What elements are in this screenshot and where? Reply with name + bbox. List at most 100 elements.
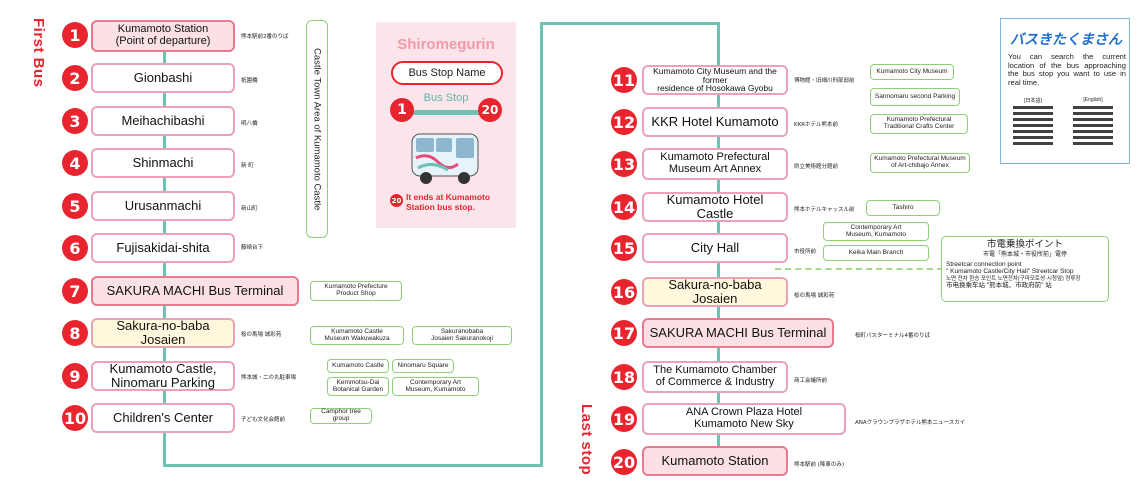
landmark-sakuranokoji: Sakuranobaba Josaien Sakuranokoji xyxy=(412,326,512,345)
stop-3-jp: 明八橋 xyxy=(241,121,258,127)
stop-10[interactable]: Children's Center xyxy=(91,403,235,433)
qr-code-en[interactable] xyxy=(1073,105,1113,145)
stop-badge-18: 18 xyxy=(611,364,637,390)
stop-16-jp: 桜の馬場 城彩苑 xyxy=(794,293,835,299)
stop-badge-14: 14 xyxy=(611,194,637,220)
stop-badge-10: 10 xyxy=(62,405,88,431)
streetcar-info-box: 市電乗換ポイント 市電「熊本城・市役所前」電停 Streetcar connec… xyxy=(941,236,1109,302)
landmark-keika: Keika Main Branch xyxy=(823,245,929,261)
stop-8[interactable]: Sakura-no-baba Josaien xyxy=(91,318,235,348)
qr-code-jp[interactable] xyxy=(1013,105,1053,145)
stop-badge-4: 4 xyxy=(62,150,88,176)
stop-13-jp: 県立美術館分館前 xyxy=(794,164,839,170)
stop-name: Sakura-no-baba Josaien xyxy=(116,318,210,347)
stop-badge-19: 19 xyxy=(611,406,637,432)
stop-19[interactable]: ANA Crown Plaza Hotel Kumamoto New Sky xyxy=(642,403,846,435)
stop-13[interactable]: Kumamoto Prefectural Museum Art Annex xyxy=(642,148,788,180)
stop-name: SAKURA MACHI Bus Terminal xyxy=(649,325,827,341)
stop-14[interactable]: Kumamoto Hotel Castle xyxy=(642,192,788,222)
stop-9[interactable]: Kumamoto Castle, Ninomaru Parking xyxy=(91,361,235,391)
stop-15[interactable]: City Hall xyxy=(642,233,788,263)
streetcar-cn: 市电换乘车站 "熊本城、市政府前" 站 xyxy=(946,282,1052,290)
landmark-label: Sannomaru second Parking xyxy=(874,92,956,100)
landmark-city-museum: Kumamoto City Museum xyxy=(870,64,954,80)
landmark-camphor: Camphor tree group xyxy=(310,408,372,424)
stop-17[interactable]: SAKURA MACHI Bus Terminal xyxy=(642,318,834,348)
stop-name: Sakura-no-baba Josaien xyxy=(668,277,762,306)
stop-name: SAKURA MACHI Bus Terminal xyxy=(106,283,284,299)
legend-arrow-line xyxy=(404,110,486,115)
landmark-label: Kumamoto Prefectural Museum of Art-chiba… xyxy=(874,155,966,169)
landmark-label: Tashiro xyxy=(892,203,914,211)
streetcar-en-1: Streetcar connection point xyxy=(946,260,1022,268)
landmark-label: Contemporary Art Museum, Kumamoto xyxy=(846,223,906,238)
legend-end-note: It ends at Kumamoto Station bus stop. xyxy=(406,192,491,213)
landmark-label: Kemmotsu-Dai Botanical Garden xyxy=(332,378,384,393)
stop-8-jp: 桜の馬場 城彩苑 xyxy=(241,332,282,338)
stop-3[interactable]: Meihachibashi xyxy=(91,106,235,136)
stop-name: Meihachibashi xyxy=(121,113,205,129)
landmark-kumamoto-castle: Kumamoto Castle xyxy=(327,359,389,373)
stop-name: Fujisakidai-shita xyxy=(116,240,210,256)
legend-end-badge: 20 xyxy=(390,194,403,207)
landmark-label: Kumamoto Castle Museum Wakuwakuza xyxy=(324,327,390,342)
stop-6-jp: 藤崎台下 xyxy=(241,245,264,251)
stop-10-jp: 子ども文化会館前 xyxy=(241,417,286,423)
landmark-label: Kumamoto Castle xyxy=(332,361,384,369)
stop-5[interactable]: Urusanmachi xyxy=(91,191,235,221)
stop-badge-1: 1 xyxy=(62,22,88,48)
stop-name: Urusanmachi xyxy=(124,198,202,214)
legend-badge-start: 1 xyxy=(390,98,414,122)
stop-4[interactable]: Shinmachi xyxy=(91,148,235,178)
stop-badge-20: 20 xyxy=(611,449,637,475)
app-logo: バスきたくまさん xyxy=(1010,31,1122,47)
stop-2[interactable]: Gionbashi xyxy=(91,63,235,93)
landmark-label: Ninomaru Square xyxy=(397,361,449,369)
stop-name: Shinmachi xyxy=(132,155,194,171)
streetcar-connector xyxy=(775,268,943,270)
landmark-chibajo-annex: Kumamoto Prefectural Museum of Art-chiba… xyxy=(870,153,970,173)
stop-badge-17: 17 xyxy=(611,320,637,346)
stop-name: The Kumamoto Chamber of Commerce & Indus… xyxy=(653,364,777,388)
castle-town-area: Castle Town Area of Kumamoto Castle xyxy=(306,20,328,238)
stop-12[interactable]: KKR Hotel Kumamoto xyxy=(642,107,788,137)
stop-name: City Hall xyxy=(690,240,740,256)
stop-1[interactable]: Kumamoto Station (Point of departure) xyxy=(91,20,235,52)
stop-badge-2: 2 xyxy=(62,65,88,91)
stop-badge-8: 8 xyxy=(62,320,88,346)
stop-badge-13: 13 xyxy=(611,151,637,177)
legend-bus-stop-name: Bus Stop Name xyxy=(391,61,503,85)
app-info-box: バスきたくまさん You can search the current loca… xyxy=(1000,18,1130,164)
landmark-tashiro: Tashiro xyxy=(866,200,940,216)
stop-20-jp: 熊本駅前 (降車のみ) xyxy=(794,462,845,468)
legend-panel: Shiromegurin Bus Stop Name Bus Stop 1 20… xyxy=(376,22,516,228)
stop-name: ANA Crown Plaza Hotel Kumamoto New Sky xyxy=(685,406,803,430)
last-stop-label: Last stop xyxy=(578,404,595,476)
stop-name: Children's Center xyxy=(112,410,214,426)
stop-badge-12: 12 xyxy=(611,109,637,135)
bus-illustration xyxy=(411,133,479,184)
stop-badge-9: 9 xyxy=(62,363,88,389)
stop-18[interactable]: The Kumamoto Chamber of Commerce & Indus… xyxy=(642,361,788,393)
stop-name: Kumamoto Station xyxy=(661,453,769,469)
stop-2-jp: 祇園橋 xyxy=(241,78,258,84)
legend-badge-end: 20 xyxy=(478,98,502,122)
stop-6[interactable]: Fujisakidai-shita xyxy=(91,233,235,263)
stop-11[interactable]: Kumamoto City Museum and the former resi… xyxy=(642,65,788,95)
landmark-contemporary-art-1: Contemporary Art Museum, Kumamoto xyxy=(392,377,479,396)
landmark-botanical-garden: Kemmotsu-Dai Botanical Garden xyxy=(327,377,389,396)
stop-16[interactable]: Sakura-no-baba Josaien xyxy=(642,277,788,307)
landmark-label: Keika Main Branch xyxy=(848,248,904,256)
stop-9-jp: 熊本城・二の丸駐車場 xyxy=(241,375,297,381)
stop-4-jp: 新 町 xyxy=(241,163,254,169)
stop-badge-5: 5 xyxy=(62,193,88,219)
stop-11-jp: 博物館・旧細川刑部邸前 xyxy=(794,78,855,84)
streetcar-en-2: " Kumamoto Castle/City Hall" Streetcar S… xyxy=(946,268,1074,276)
streetcar-title: 市電乗換ポイント xyxy=(986,239,1063,250)
landmark-label: Sakuranobaba Josaien Sakuranokoji xyxy=(431,327,493,342)
stop-7[interactable]: SAKURA MACHI Bus Terminal xyxy=(91,276,299,306)
stop-18-jp: 商工会議所前 xyxy=(794,378,828,384)
stop-20[interactable]: Kumamoto Station xyxy=(642,446,788,476)
landmark-label: Kumamoto City Museum xyxy=(876,67,948,75)
stop-badge-7: 7 xyxy=(62,278,88,304)
